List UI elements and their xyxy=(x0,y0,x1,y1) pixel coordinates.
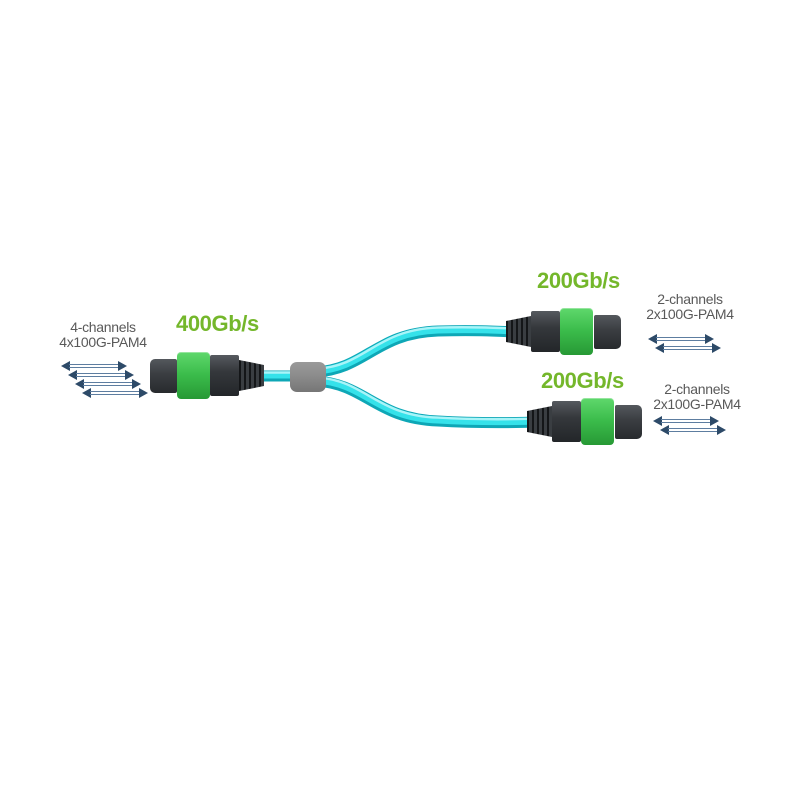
arrow-shaft xyxy=(661,418,711,424)
branch-top-cable xyxy=(310,325,522,378)
cable-splitter-block xyxy=(290,362,326,392)
arrow-shaft xyxy=(663,345,713,351)
branch-top-channels-label: 2-channels 2x100G-PAM4 xyxy=(631,292,749,321)
channel-arrow xyxy=(648,334,714,344)
connector-green-sleeve xyxy=(560,308,593,355)
arrow-left-head-icon xyxy=(660,425,669,435)
arrow-right-head-icon xyxy=(717,425,726,435)
connector-strain-boot xyxy=(506,316,531,347)
arrow-right-head-icon xyxy=(712,343,721,353)
arrow-right-head-icon xyxy=(125,370,134,380)
mpo-connector-branch-bottom xyxy=(527,398,642,445)
arrow-left-head-icon xyxy=(68,370,77,380)
branch-top-channels-line: 2-channels xyxy=(657,291,723,307)
mpo-connector-branch-top xyxy=(506,308,621,355)
connector-green-sleeve xyxy=(177,352,210,399)
arrow-left-head-icon xyxy=(61,361,70,371)
connector-body xyxy=(210,355,239,396)
channel-arrow xyxy=(660,425,726,435)
connector-body xyxy=(531,311,560,352)
branch-bottom-signal-line: 2x100G-PAM4 xyxy=(653,395,741,412)
channel-arrow xyxy=(68,370,134,380)
trunk-channels-label: 4-channels 4x100G-PAM4 xyxy=(44,320,162,349)
mpo-connector-trunk xyxy=(150,352,265,399)
connector-strain-boot xyxy=(239,360,264,391)
arrow-left-head-icon xyxy=(653,416,662,426)
branch-top-signal-line: 2x100G-PAM4 xyxy=(646,305,734,322)
arrow-right-head-icon xyxy=(705,334,714,344)
trunk-signal-line: 4x100G-PAM4 xyxy=(59,333,147,350)
connector-tip xyxy=(150,359,177,393)
arrow-right-head-icon xyxy=(710,416,719,426)
channel-arrow xyxy=(75,379,141,389)
arrow-shaft xyxy=(90,390,140,396)
branch-top-speed-label: 200Gb/s xyxy=(537,268,620,293)
branch-top-channel-arrows xyxy=(648,334,721,353)
channel-arrow xyxy=(655,343,721,353)
channel-arrow xyxy=(653,416,719,426)
branch-bottom-cable xyxy=(310,375,546,429)
arrow-left-head-icon xyxy=(655,343,664,353)
trunk-speed-label: 400Gb/s xyxy=(176,311,259,336)
arrow-right-head-icon xyxy=(139,388,148,398)
arrow-shaft xyxy=(76,372,126,378)
arrow-left-head-icon xyxy=(82,388,91,398)
connector-tip xyxy=(615,405,642,439)
channel-arrow xyxy=(82,388,148,398)
arrow-shaft xyxy=(83,381,133,387)
arrow-left-head-icon xyxy=(648,334,657,344)
branch-bottom-channels-line: 2-channels xyxy=(664,381,730,397)
connector-strain-boot xyxy=(527,406,552,437)
branch-bottom-channels-label: 2-channels 2x100G-PAM4 xyxy=(638,382,756,411)
connector-green-sleeve xyxy=(581,398,614,445)
channel-arrow xyxy=(61,361,127,371)
trunk-channel-arrows xyxy=(61,361,148,398)
arrow-right-head-icon xyxy=(132,379,141,389)
branch-bottom-channel-arrows xyxy=(653,416,726,435)
trunk-channels-line: 4-channels xyxy=(70,319,136,335)
arrow-shaft xyxy=(656,336,706,342)
branch-bottom-speed-label: 200Gb/s xyxy=(541,368,624,393)
arrow-shaft xyxy=(69,363,119,369)
arrow-right-head-icon xyxy=(118,361,127,371)
connector-tip xyxy=(594,315,621,349)
connector-body xyxy=(552,401,581,442)
arrow-left-head-icon xyxy=(75,379,84,389)
arrow-shaft xyxy=(668,427,718,433)
